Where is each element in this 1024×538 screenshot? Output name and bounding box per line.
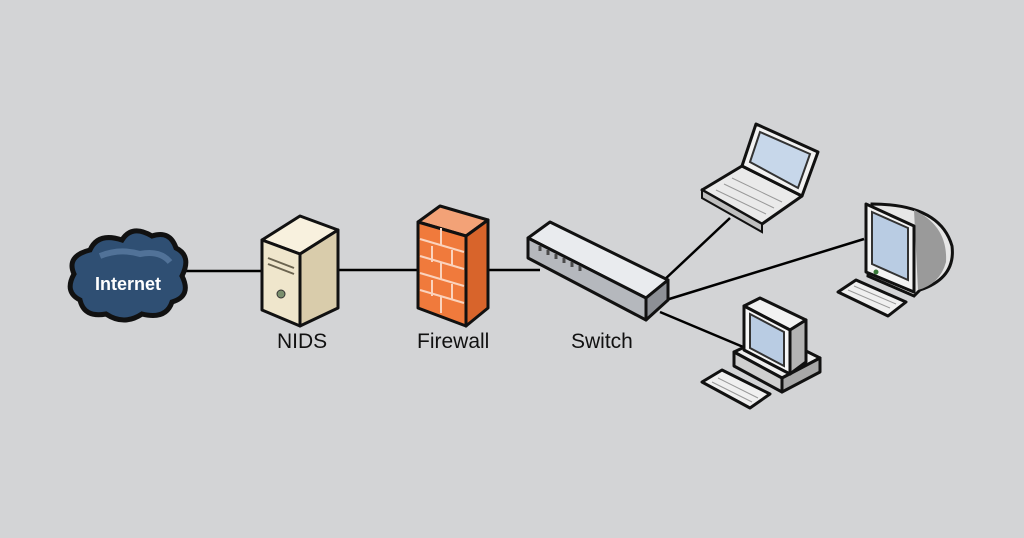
cloud-icon [67,228,189,323]
laptop-icon [700,122,820,234]
link-switch-desktop [659,310,749,351]
link-switch-laptop [661,217,731,283]
internet-label: Internet [95,274,161,294]
server-icon [260,214,340,328]
brick-wall-icon [416,204,490,328]
crt-monitor-icon [836,202,954,318]
link-switch-monitor [665,237,865,302]
network-switch-icon [526,220,670,322]
firewall-label: Firewall [417,330,490,353]
nids-label: NIDS [277,330,328,353]
connection-lines [182,217,865,351]
switch-label: Switch [571,330,633,353]
desktop-computer-icon [700,296,822,410]
